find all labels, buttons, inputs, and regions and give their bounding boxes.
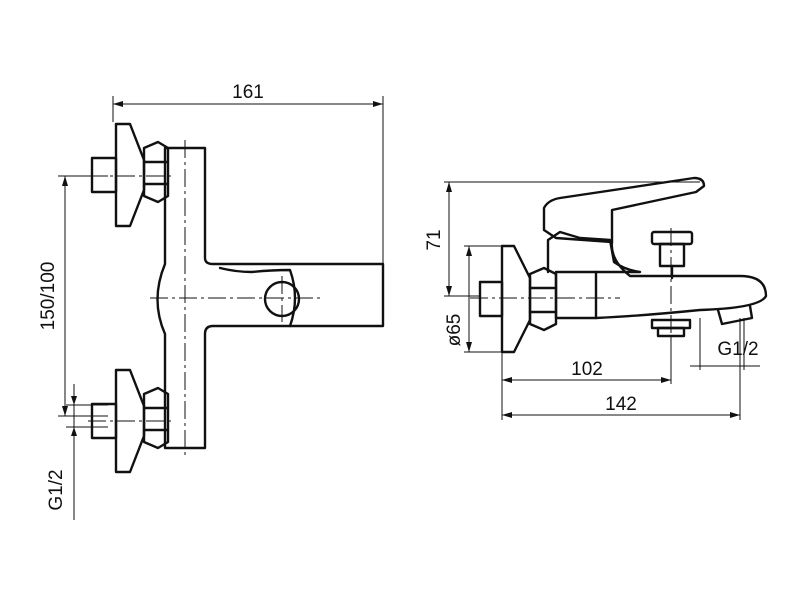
- side-diameter-dimension: ø65: [444, 245, 504, 353]
- front-thread-dimension: G1/2: [46, 384, 108, 520]
- front-handle: [218, 266, 297, 328]
- side-spout-label: 102: [571, 359, 603, 380]
- side-depth-dimension: 142: [502, 318, 741, 420]
- side-diameter-label: ø65: [444, 314, 465, 347]
- side-height-dimension: 71: [424, 181, 700, 297]
- side-diverter-knob: [650, 230, 694, 280]
- side-spout: [546, 230, 768, 320]
- side-lever-handle: [542, 176, 706, 244]
- side-thread-dimension: G1/2: [690, 318, 760, 370]
- side-spout-dimension: 102: [501, 336, 672, 420]
- front-thread-label: G1/2: [46, 469, 67, 510]
- side-view: 71 ø65 102 142: [424, 176, 768, 420]
- side-wall-fitting: [478, 244, 558, 354]
- front-width-dimension: 161: [112, 82, 384, 268]
- front-height-dimension: 150/100: [38, 175, 108, 417]
- side-depth-label: 142: [605, 394, 637, 415]
- front-view: 161 150/100 G1/2: [38, 82, 385, 520]
- front-upper-fitting: [90, 122, 170, 228]
- front-width-label: 161: [232, 82, 264, 103]
- side-spout-mouth: [716, 304, 754, 326]
- side-body: [554, 270, 598, 320]
- side-height-label: 71: [424, 229, 445, 250]
- front-height-label: 150/100: [38, 262, 59, 331]
- side-thread-label: G1/2: [717, 339, 758, 360]
- front-body: [156, 146, 385, 450]
